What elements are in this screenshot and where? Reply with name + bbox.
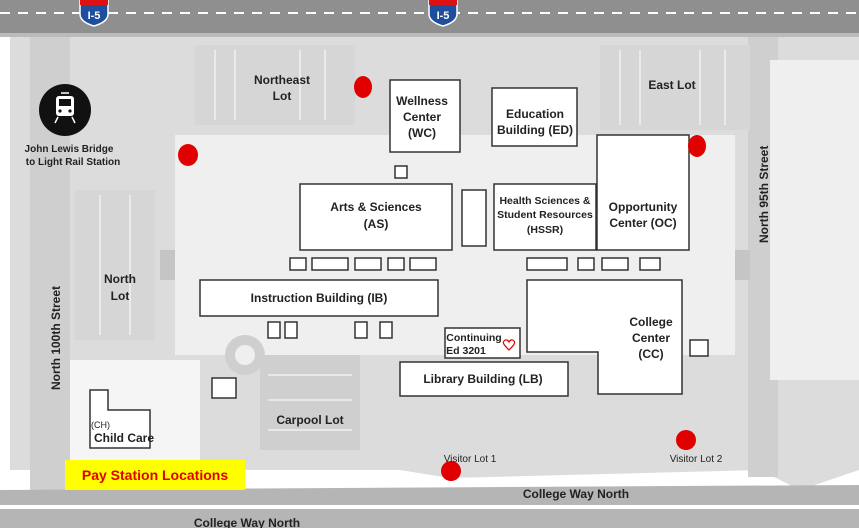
label-carpool-lot: Carpool Lot: [276, 413, 343, 427]
label-college-center-1: College: [629, 315, 673, 329]
building-instruction: [199, 279, 439, 317]
label-opportunity-1: Opportunity: [609, 200, 678, 214]
label-wellness-2: Center: [403, 110, 441, 124]
building-wellness-center: [389, 79, 461, 153]
label-college-center-3: (CC): [638, 347, 663, 361]
pay-station-legend: Pay Station Locations: [65, 460, 245, 490]
highway-shoulder: [0, 33, 859, 37]
label-arts-1: Arts & Sciences: [330, 200, 422, 214]
label-east-lot: East Lot: [648, 78, 695, 92]
building-education: [491, 87, 578, 147]
pay-station-east-lot[interactable]: [688, 135, 706, 157]
carpool-lot-stalls: [260, 355, 360, 450]
pay-station-northeast[interactable]: [354, 76, 372, 98]
label-visitor-lot-1: Visitor Lot 1: [444, 454, 497, 465]
building-library: [399, 361, 569, 397]
pay-station-visitor-lot-2[interactable]: [676, 430, 696, 450]
label-north-lot-1: North: [104, 272, 136, 286]
label-light-rail-1: John Lewis Bridge: [25, 144, 114, 155]
label-continuing-1: Continuing: [446, 332, 501, 344]
label-instruction: Instruction Building (IB): [251, 291, 388, 305]
east-grounds: [770, 60, 859, 380]
label-hssr-1: Health Sciences &: [499, 195, 590, 207]
road-divider: [0, 505, 859, 509]
svg-text:I-5: I-5: [88, 10, 101, 22]
pay-station-visitor-lot-1[interactable]: [441, 461, 461, 481]
building-arts-sciences: [299, 183, 453, 251]
label-education-1: Education: [506, 107, 564, 121]
label-wellness-1: Wellness: [396, 94, 448, 108]
label-child-care-1: (CH): [91, 420, 110, 430]
legend-label: Pay Station Locations: [81, 467, 229, 483]
pay-station-markers: [178, 76, 706, 481]
building-child-care: [89, 389, 151, 449]
label-opportunity-2: Center (OC): [609, 216, 676, 230]
building-opportunity-center: [596, 134, 690, 251]
label-continuing-2: Ed 3201: [446, 345, 486, 357]
heart-icon: [502, 339, 516, 351]
label-education-2: Building (ED): [497, 123, 573, 137]
label-college-way-north-1: College Way North: [523, 487, 629, 501]
svg-text:I-5: I-5: [437, 10, 450, 22]
north-lot-stalls: [75, 190, 155, 340]
label-college-center-2: Center: [632, 331, 670, 345]
label-library: Library Building (LB): [423, 372, 542, 386]
label-north-100th-street: North 100th Street: [49, 286, 63, 390]
label-hssr-3: (HSSR): [527, 224, 563, 236]
label-north-lot-2: Lot: [111, 289, 130, 303]
building-hssr: [493, 183, 597, 251]
northeast-lot-stalls: [195, 45, 355, 125]
building-college-center: [526, 279, 683, 395]
label-northeast-lot-2: Lot: [273, 89, 292, 103]
label-wellness-3: (WC): [408, 126, 436, 140]
label-northeast-lot-1: Northeast: [254, 73, 310, 87]
east-lot-stalls: [600, 45, 750, 130]
label-visitor-lot-2: Visitor Lot 2: [670, 454, 723, 465]
label-arts-2: (AS): [364, 217, 389, 231]
i5-shield-right: I-5: [428, 0, 458, 27]
label-north-95th-street: North 95th Street: [757, 146, 771, 243]
i5-shield-left: I-5: [79, 0, 109, 27]
roundabout-island: [235, 345, 255, 365]
label-hssr-2: Student Resources: [497, 209, 593, 221]
pay-station-north-lot[interactable]: [178, 144, 198, 166]
label-college-way-north-2: College Way North: [194, 516, 300, 528]
train-icon: [39, 84, 91, 136]
label-child-care-2: Child Care: [94, 431, 154, 445]
auxiliary-structures: [211, 165, 709, 399]
building-continuing-ed: [444, 327, 521, 359]
label-light-rail-2: to Light Rail Station: [26, 157, 120, 168]
